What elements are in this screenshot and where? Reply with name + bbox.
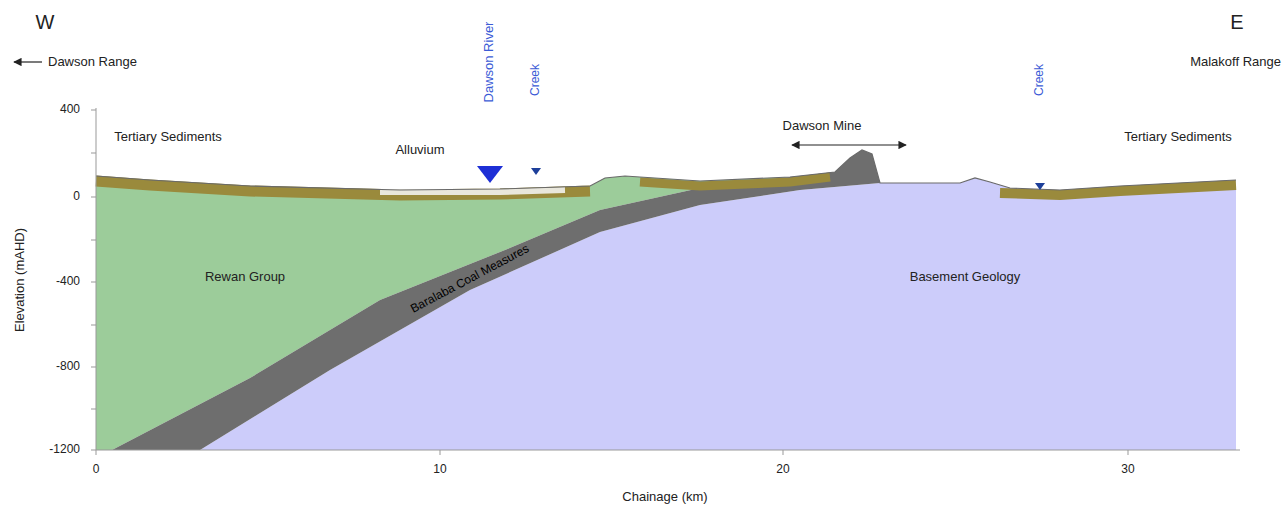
compass-label: E xyxy=(1230,11,1243,33)
axis-title: Chainage (km) xyxy=(622,490,707,504)
tick-label: -1200 xyxy=(49,443,80,456)
tick-label: 30 xyxy=(1121,463,1134,476)
tick-label: 10 xyxy=(433,463,446,476)
y-axis xyxy=(96,108,97,450)
tick-label: -800 xyxy=(56,360,80,373)
tick-label: 0 xyxy=(73,190,80,203)
unit-label: Alluvium xyxy=(395,143,444,157)
river-symbol xyxy=(477,166,503,183)
unit-label: Rewan Group xyxy=(205,270,285,284)
axis-ticks xyxy=(91,110,1128,455)
unit-label: Tertiary Sediments xyxy=(114,130,222,144)
unit-label: Basement Geology xyxy=(910,270,1021,284)
range-label: Malakoff Range xyxy=(1190,55,1281,69)
ground-surface xyxy=(96,150,1236,190)
axis-title: Elevation (mAHD) xyxy=(13,228,27,332)
tick-label: 0 xyxy=(93,463,100,476)
creek-label: Creek xyxy=(1033,64,1046,96)
tick-label: -400 xyxy=(56,275,80,288)
tick-label: 400 xyxy=(60,103,80,116)
creek-label: Creek xyxy=(529,64,542,96)
range-label: Dawson Range xyxy=(48,55,137,69)
x-axis xyxy=(96,450,1240,451)
river-label: Dawson River xyxy=(482,22,496,103)
compass-label: W xyxy=(36,11,55,33)
direction-arrow xyxy=(14,61,42,62)
mine-extent-arrow xyxy=(792,144,906,145)
unit-label: Tertiary Sediments xyxy=(1124,130,1232,144)
tick-label: 20 xyxy=(776,463,789,476)
creek-symbol xyxy=(531,168,541,175)
creek-symbol xyxy=(1035,183,1045,190)
mine-label: Dawson Mine xyxy=(783,119,862,133)
